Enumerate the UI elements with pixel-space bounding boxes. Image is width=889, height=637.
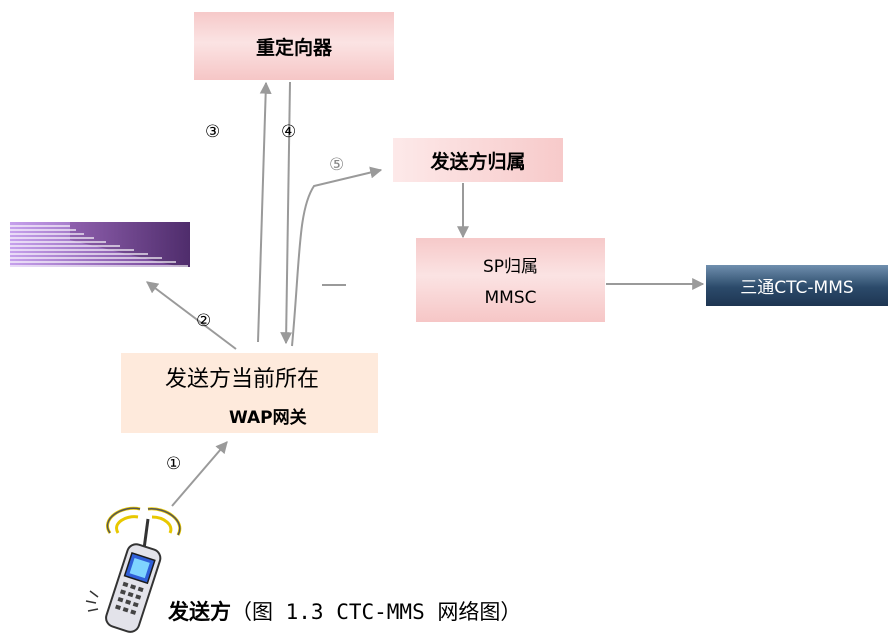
third-party-label: 三通CTC-MMS xyxy=(740,278,854,298)
sender-home-box: 发送方归属 xyxy=(393,138,563,182)
step-4-label: ④ xyxy=(281,122,297,142)
redirector-label: 重定向器 xyxy=(255,36,332,59)
step-5-label: ⑤ xyxy=(329,155,345,175)
caption-text: （图 1.3 CTC-MMS 网络图） xyxy=(231,600,522,624)
step-2-label: ② xyxy=(196,311,212,331)
arrow-phone-to-gateway xyxy=(171,441,228,507)
step-3-label: ③ xyxy=(205,122,221,142)
sender-home-label: 发送方归属 xyxy=(430,150,526,173)
sp-home-label: SP归属 xyxy=(482,256,539,277)
third-party-mms-box: 三通CTC-MMS xyxy=(706,265,888,306)
arrow-gateway-to-redirector xyxy=(257,81,272,343)
wap-gateway-box: 发送方当前所在 WAP网关 xyxy=(121,353,378,433)
caption-sender-label: 发送方 xyxy=(168,600,231,624)
gateway-label-line2: WAP网关 xyxy=(229,407,307,428)
step-1-label: ① xyxy=(166,454,182,474)
arrow-gateway-to-sender-home xyxy=(291,166,383,347)
mmsc-label: MMSC xyxy=(484,288,537,309)
gateway-label-line1: 发送方当前所在 xyxy=(165,366,320,392)
arrow-redirector-to-gateway xyxy=(280,81,293,345)
sp-home-mmsc-box: SP归属 MMSC xyxy=(416,238,605,322)
mobile-phone-icon xyxy=(85,506,182,633)
content-server-graphic xyxy=(10,222,190,267)
arrow-gateway-to-content xyxy=(146,281,237,350)
redirector-box: 重定向器 xyxy=(194,12,394,80)
figure-caption: 发送方（图 1.3 CTC-MMS 网络图） xyxy=(168,596,521,626)
